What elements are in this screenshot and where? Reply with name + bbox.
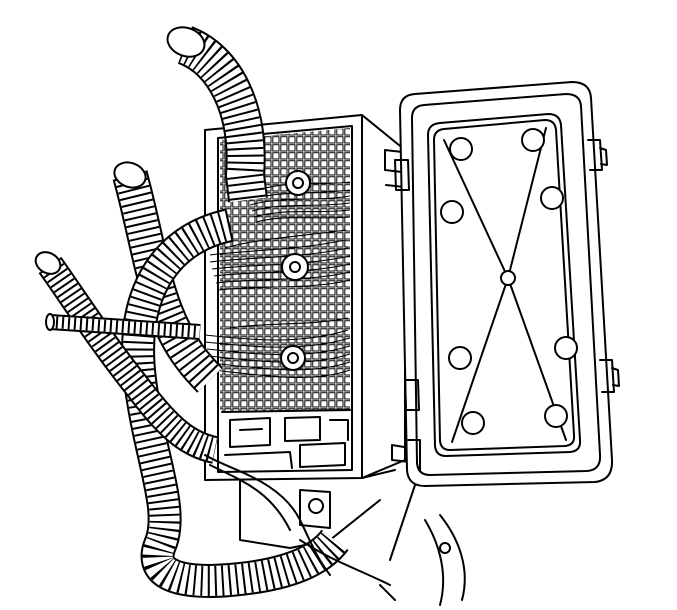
connector-bolt-upper <box>286 171 310 195</box>
block-cover-open <box>395 82 619 486</box>
cover-hinge-tabs <box>395 160 420 470</box>
cover-latch-tabs <box>588 140 619 392</box>
harness-conduit-lower-left <box>32 248 215 450</box>
cover-circles <box>441 129 577 434</box>
connector-bolt-lower <box>281 346 305 370</box>
harness-conduit-left <box>111 158 335 581</box>
connector-retaining-bolts <box>281 171 310 370</box>
connector-bolt-middle <box>282 254 308 280</box>
loose-wires <box>205 455 390 585</box>
harness-conduit-top <box>163 22 248 200</box>
